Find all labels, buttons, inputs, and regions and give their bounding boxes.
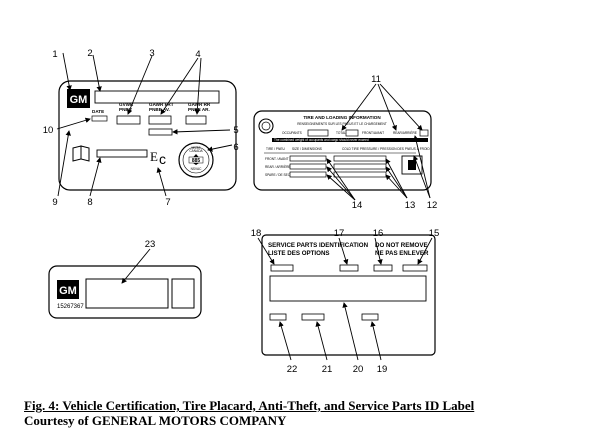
seal-mid-text: MVSS — [191, 146, 200, 150]
gawr-rear-label: GAWR RR — [188, 102, 211, 107]
callout-11: 11 — [371, 74, 381, 85]
e-mark-circle: c — [159, 151, 166, 167]
tire-title: TIRE AND LOADING INFORMATION — [303, 115, 381, 120]
service-title-fr: LISTE DES OPTIONS — [268, 250, 330, 257]
service-field-6 — [301, 313, 325, 321]
pressure-column-header: COLD TIRE PRESSURE / PRESSION DES PNEUS … — [342, 147, 430, 151]
vin-field — [94, 90, 220, 104]
service-field-7 — [361, 313, 379, 321]
occupants-field — [307, 129, 329, 137]
service-field-5 — [269, 313, 287, 321]
gm-logo-small — [57, 280, 79, 299]
figure-caption: Fig. 4: Vehicle Certification, Tire Plac… — [24, 398, 475, 413]
callout-23: 23 — [145, 239, 156, 250]
callout-1: 1 — [52, 49, 57, 60]
seal-bottom-text: NSVAC — [191, 167, 202, 171]
callout-13: 13 — [405, 200, 416, 211]
callout-15: 15 — [429, 228, 440, 239]
gawr-front-field — [148, 115, 172, 125]
callout-17: 17 — [334, 228, 345, 239]
tire-row-rear: REAR / ARRIÈRE — [265, 164, 291, 169]
vehicle-certification-label: GM DATE GVWR PNBV GAWR FRT PNBE AV. GAWR… — [58, 80, 237, 191]
callout-22: 22 — [287, 364, 298, 375]
barcode-field — [96, 149, 148, 158]
callout-19: 19 — [377, 364, 388, 375]
tire-row-spare: SPARE / DE SECOURS — [265, 173, 299, 177]
antitheft-number: 15267367 — [57, 304, 84, 310]
leader-lines — [56, 52, 433, 361]
gawr-front-label-fr: PNBE AV. — [149, 107, 170, 112]
gm-logo — [67, 89, 90, 108]
callout-12: 12 — [427, 200, 438, 211]
callout-4: 4 — [195, 49, 200, 60]
seal-year: 885 — [192, 158, 201, 164]
tire-table: FRONT / AVANT REAR / ARRIÈRE SPARE / DE … — [265, 155, 387, 178]
warning-text-fr: NE PAS ENLEVER — [375, 250, 429, 257]
gvwr-field — [116, 115, 141, 125]
callout-2: 2 — [87, 48, 92, 59]
warning-text: DO NOT REMOVE — [375, 242, 428, 249]
antitheft-vin-field — [85, 278, 169, 309]
service-parts-id-label: SERVICE PARTS IDENTIFICATION LISTE DES O… — [261, 234, 436, 356]
gm-logo-small-text: GM — [59, 285, 77, 297]
front-label: FRONT/AVANT — [362, 131, 384, 135]
tire-title-fr: RENSEIGNEMENTS SUR LES PNEUS ET LE CHARG… — [297, 122, 387, 126]
weight-note-bar — [272, 138, 428, 142]
occupants-label: OCCUPANTS — [282, 131, 302, 135]
seal-top-text: CANADA — [189, 149, 203, 153]
service-title: SERVICE PARTS IDENTIFICATION — [268, 242, 369, 249]
rear-label: REAR/ARRIÈRE — [393, 130, 417, 135]
callout-18: 18 — [251, 228, 262, 239]
callout-5: 5 — [233, 125, 238, 136]
date-label: DATE — [92, 109, 104, 114]
gm-logo-text: GM — [70, 94, 88, 106]
gvwr-label: GVWR — [119, 102, 134, 107]
callout-9: 9 — [52, 197, 57, 208]
book-icon — [72, 145, 90, 162]
tire-placard-label: TIRE AND LOADING INFORMATION RENSEIGNEME… — [253, 110, 432, 191]
callout-7: 7 — [165, 197, 170, 208]
antitheft-aux-field — [171, 278, 195, 309]
option-codes-area — [269, 275, 427, 302]
gawr-front-label: GAWR FRT — [149, 102, 174, 107]
service-field-3 — [373, 264, 393, 272]
service-field-2 — [339, 264, 359, 272]
size-column-header: SIZE / DIMENSIONS — [292, 147, 322, 151]
callout-21: 21 — [322, 364, 333, 375]
callout-16: 16 — [373, 228, 384, 239]
label-location-diagram: GM DATE GVWR PNBV GAWR FRT PNBE AV. GAWR… — [43, 48, 440, 375]
date-field — [91, 115, 108, 122]
callout-6: 6 — [233, 142, 238, 153]
service-field-4 — [402, 264, 428, 272]
callout-3: 3 — [149, 48, 154, 59]
e-mark: E — [150, 149, 158, 164]
anti-theft-label: GM 15267367 — [48, 265, 202, 319]
tire-icon — [258, 118, 274, 134]
callout-20: 20 — [353, 364, 364, 375]
total-label: TOTAL — [336, 131, 346, 135]
figure-credit: Courtesy of GENERAL MOTORS COMPANY — [24, 413, 287, 428]
callout-14: 14 — [352, 200, 363, 211]
gvwr-label-fr: PNBV — [119, 107, 133, 112]
tire-rim-field — [148, 128, 173, 136]
callout-8: 8 — [87, 197, 92, 208]
canada-seal: CANADA NSVAC 885 MVSS — [178, 142, 214, 178]
callout-numbers: 1 2 3 4 5 6 7 8 9 10 11 12 13 14 15 16 1… — [43, 48, 440, 375]
tire-column-header: TIRE / PNEU — [266, 147, 285, 151]
callout-10: 10 — [43, 125, 54, 136]
tire-row-front: FRONT / AVANT — [265, 157, 289, 161]
gawr-rear-field — [185, 115, 207, 125]
total-field — [345, 129, 359, 137]
gawr-rear-label-fr: PNBE AR. — [188, 107, 210, 112]
rear-field — [419, 129, 429, 137]
weight-note: The combined weight of occupants and car… — [274, 138, 369, 142]
service-field-1 — [270, 264, 294, 272]
